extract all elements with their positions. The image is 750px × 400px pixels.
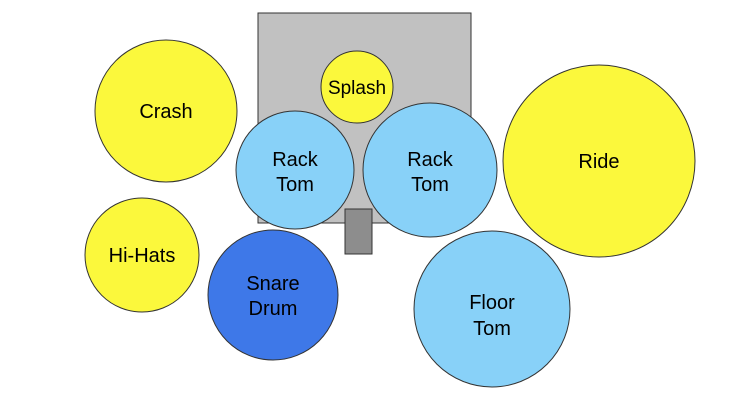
bass-drum-pedal [344, 208, 373, 255]
ride-cymbal: Ride [502, 64, 696, 258]
floor-tom: Floor Tom [413, 230, 571, 388]
rack-tom-right: Rack Tom [362, 102, 498, 238]
crash-cymbal: Crash [94, 39, 238, 183]
splash-cymbal: Splash [320, 50, 394, 124]
crash-label: Crash [139, 101, 192, 123]
snare-label-line2: Drum [249, 298, 298, 320]
ride-label: Ride [578, 151, 619, 173]
snare-drum: Snare Drum [207, 229, 339, 361]
rack-tom-right-label-line2: Tom [411, 174, 449, 196]
hihat-cymbal: Hi-Hats [84, 197, 200, 313]
splash-label: Splash [328, 78, 386, 99]
hihats-label: Hi-Hats [109, 245, 176, 267]
snare-label-line1: Snare [246, 273, 299, 295]
rack-tom-left-label-line1: Rack [272, 149, 319, 171]
floor-tom-label-line2: Tom [473, 318, 511, 340]
rack-tom-right-label-line1: Rack [407, 149, 454, 171]
floor-tom-label-line1: Floor [469, 292, 515, 314]
rack-tom-left-label-line2: Tom [276, 174, 314, 196]
rack-tom-left: Rack Tom [235, 110, 355, 230]
